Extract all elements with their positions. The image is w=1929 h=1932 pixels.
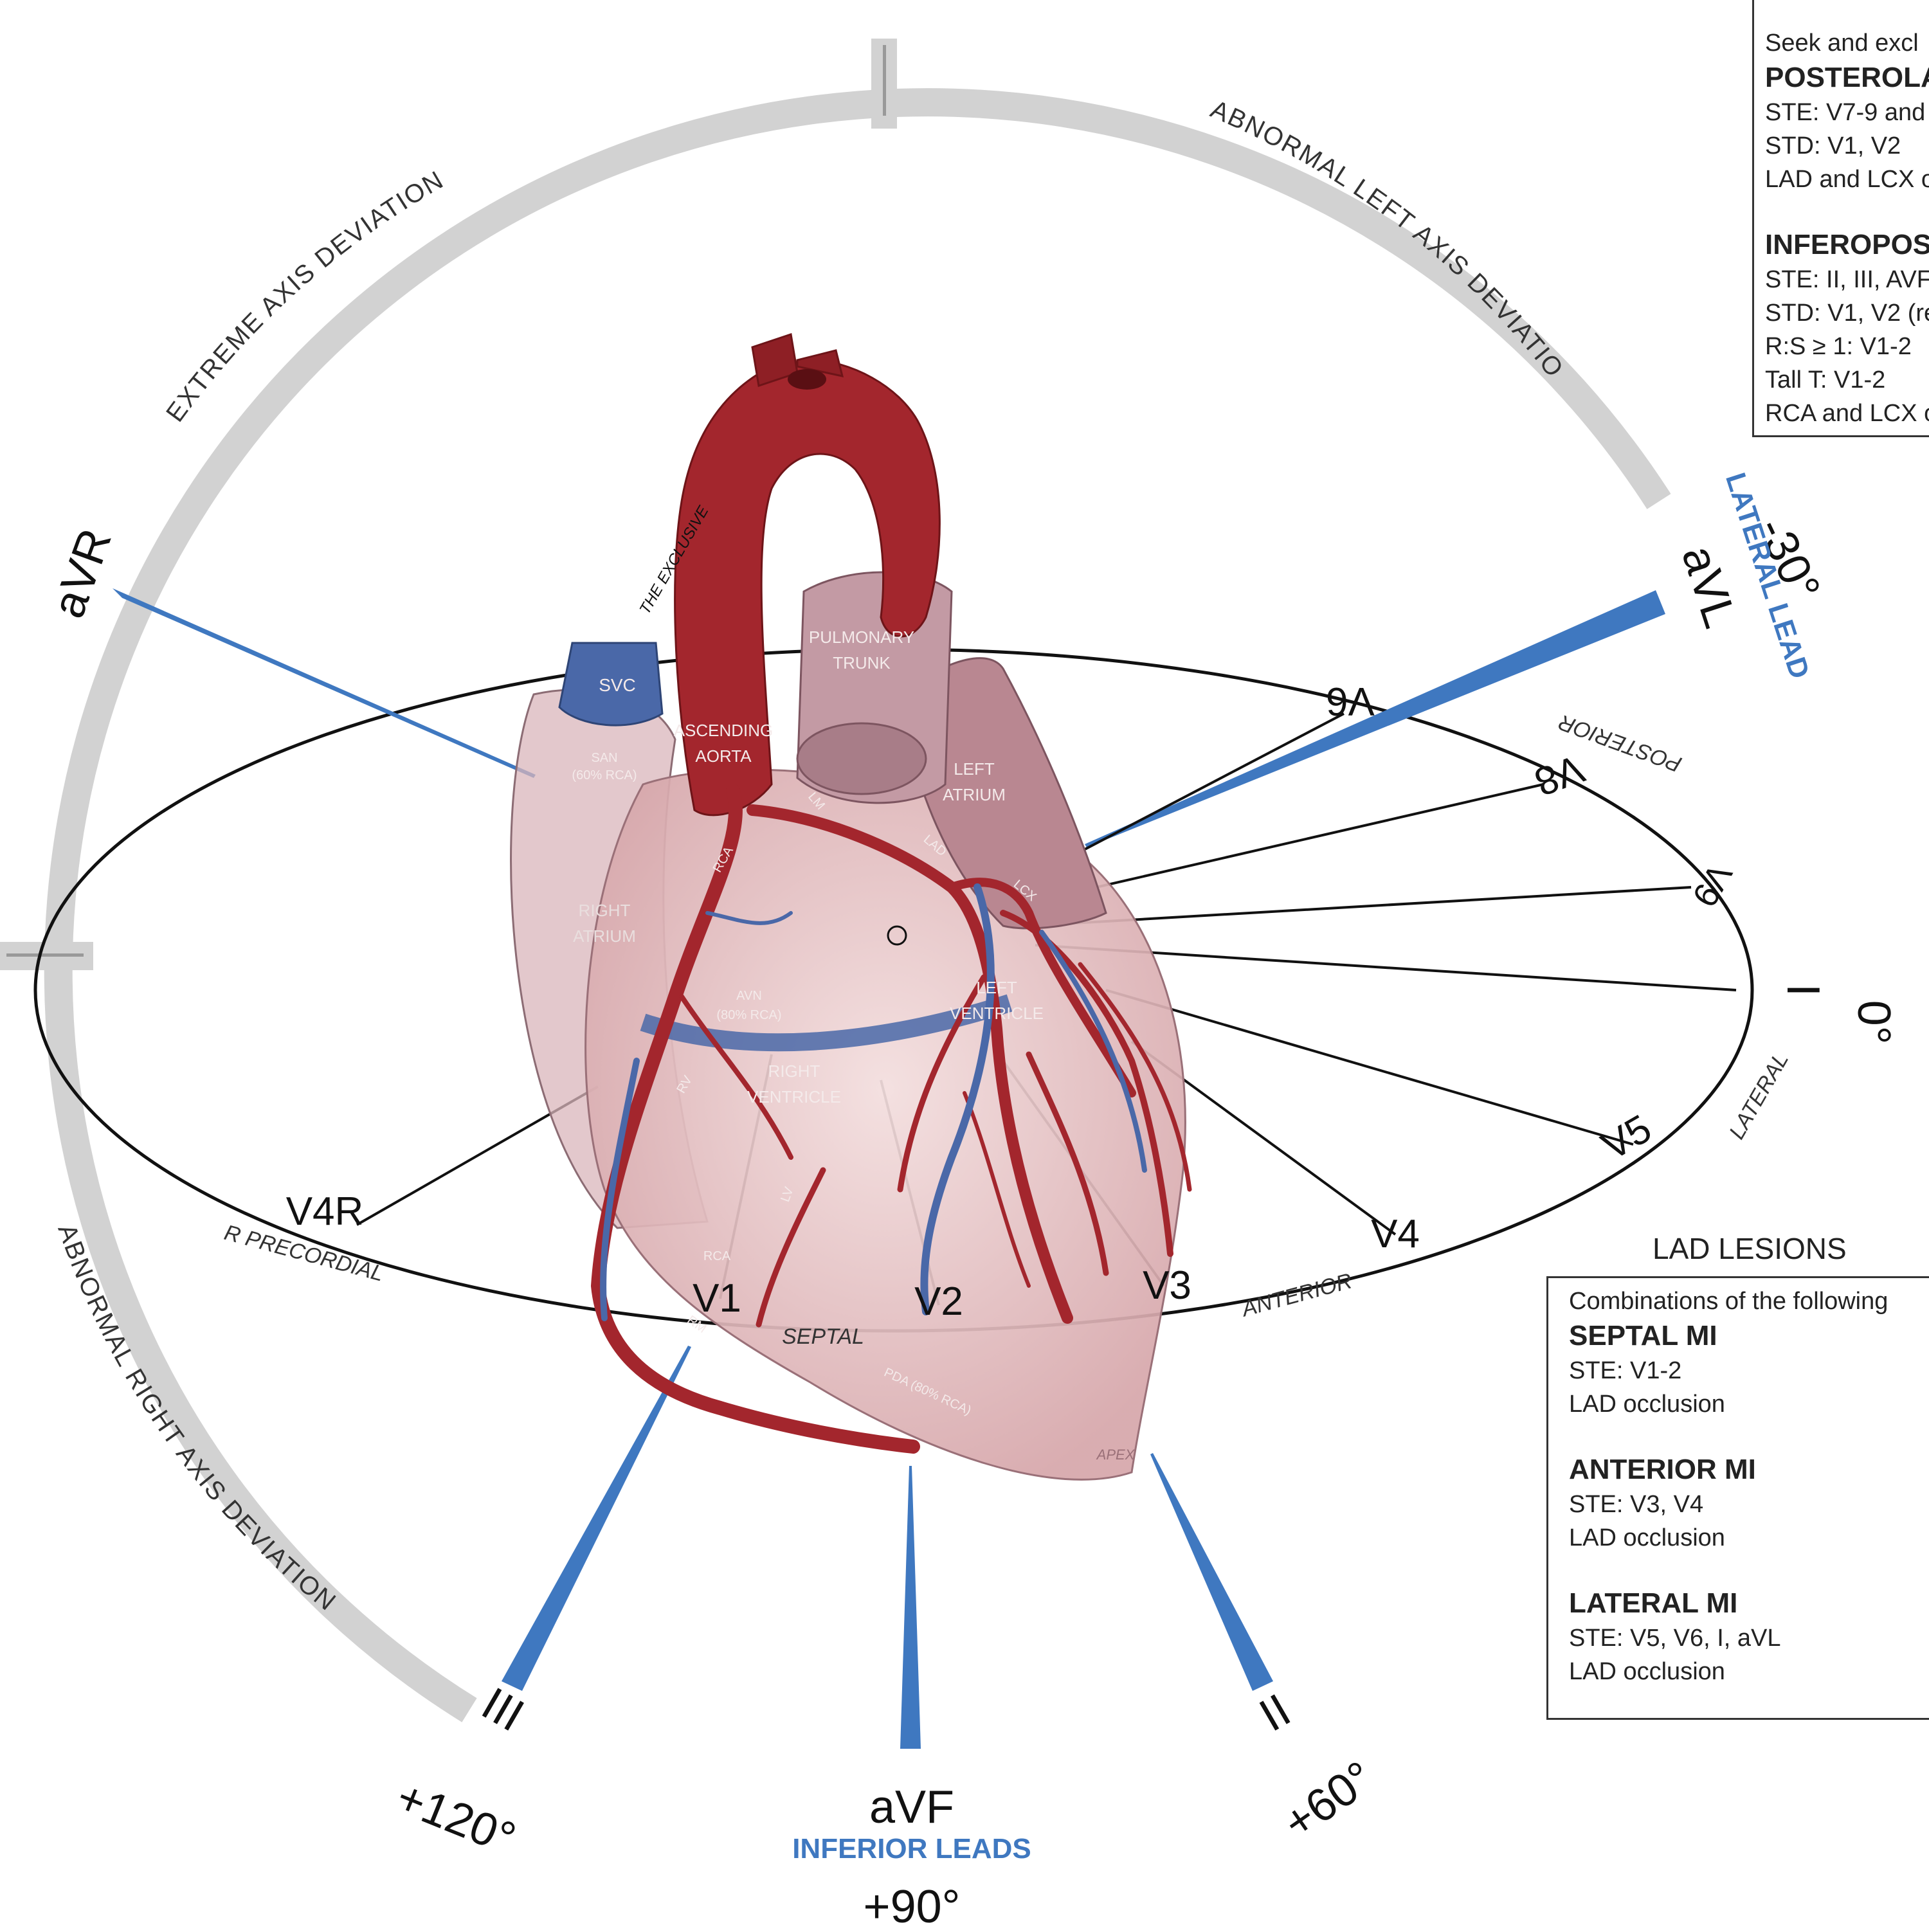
rca-lower-label: RCA xyxy=(703,1249,731,1263)
left-atrium-label: LEFT xyxy=(954,759,995,779)
san-label: SAN xyxy=(591,751,617,765)
ascending-aorta-label-2: AORTA xyxy=(695,746,752,766)
ip-line-5: RCA and LCX o xyxy=(1765,400,1929,427)
v6-label: V6 xyxy=(1326,679,1375,723)
anterior-line-2: LAD occlusion xyxy=(1569,1524,1725,1551)
pl-line-1: STE: V7-9 and I xyxy=(1765,99,1929,126)
lateral-line-2: LAD occlusion xyxy=(1569,1658,1725,1685)
extreme-axis-label: EXTREME AXIS DEVIATION xyxy=(161,165,449,427)
v3-label: V3 xyxy=(1143,1263,1191,1308)
ascending-aorta-label: ASCENDING xyxy=(674,721,774,740)
v9-line xyxy=(1028,886,1692,927)
inferior-leads-label: INFERIOR LEADS xyxy=(792,1833,1031,1864)
ip-line-2: STD: V1, V2 (rec xyxy=(1765,300,1929,327)
avf-label: aVF xyxy=(869,1782,954,1833)
v4-label: V4 xyxy=(1371,1212,1420,1256)
ip-line-1: STE: II, III, AVF a xyxy=(1765,266,1929,293)
ip-line-3: R:S ≥ 1: V1-2 xyxy=(1765,333,1912,360)
septal-mi-title: SEPTAL MI xyxy=(1569,1320,1717,1351)
v5-line xyxy=(1105,989,1634,1146)
avl-lead-line xyxy=(1085,590,1665,847)
ip-line-4: Tall T: V1-2 xyxy=(1765,366,1886,393)
anterior-region-label: ANTERIOR xyxy=(1238,1268,1354,1322)
svc-shape xyxy=(558,642,664,727)
right-atrium-label: RIGHT xyxy=(579,901,631,920)
posterolateral-info-box: Seek and excl POSTEROLAT STE: V7-9 and I… xyxy=(1752,0,1929,437)
v1-label: V1 xyxy=(693,1276,741,1321)
v2-label: V2 xyxy=(914,1279,963,1324)
septal-line-2: LAD occlusion xyxy=(1569,1391,1725,1418)
septal-line-1: STE: V1-2 xyxy=(1569,1357,1682,1384)
svc-label: SVC xyxy=(599,675,636,695)
san-sub-label: (60% RCA) xyxy=(572,768,637,782)
right-atrium-label-2: ATRIUM xyxy=(573,926,636,946)
ii-label: II xyxy=(1251,1684,1300,1742)
pulmonary-trunk-label: PULMONARY xyxy=(809,627,914,647)
anterior-line-1: STE: V3, V4 xyxy=(1569,1491,1704,1518)
left-ventricle-label-2: VENTRICLE xyxy=(950,1004,1044,1023)
inferoposterior-title: INFEROPOSTE xyxy=(1765,229,1929,260)
pulmonary-trunk-label-2: TRUNK xyxy=(833,653,891,673)
avl-label: aVL xyxy=(1672,539,1746,634)
deg-plus60-label: +60° xyxy=(1274,1751,1383,1849)
left-ventricle-label: LEFT xyxy=(976,978,1017,997)
i-label: I xyxy=(1777,984,1829,997)
septal-region-label: SEPTAL xyxy=(782,1324,864,1349)
apex-label: APEX xyxy=(1096,1447,1136,1463)
cardiac-veins xyxy=(600,883,1147,1321)
avn-label: AVN xyxy=(736,989,762,1003)
avr-label: aVR xyxy=(42,522,122,624)
arc-tick-top-line xyxy=(883,45,886,116)
lateral-line-1: STE: V5, V6, I, aVL xyxy=(1569,1625,1781,1652)
deg-plus120-label: +120° xyxy=(389,1771,522,1865)
pl-line-3: LAD and LCX o xyxy=(1765,166,1929,193)
top-box-intro: Seek and excl xyxy=(1765,30,1919,57)
lateral-region-label: LATERAL xyxy=(1725,1049,1793,1144)
axis-arc-band xyxy=(44,88,1671,1722)
avn-sub-label: (80% RCA) xyxy=(716,1008,781,1022)
lateral-mi-title: LATERAL MI xyxy=(1569,1587,1738,1619)
lad-lesions-box: Combinations of the following SEPTAL MI … xyxy=(1546,1276,1929,1720)
posterolateral-title: POSTEROLAT xyxy=(1765,62,1929,93)
anterior-mi-title: ANTERIOR MI xyxy=(1569,1454,1756,1485)
v8-line xyxy=(1054,783,1544,898)
v6-line xyxy=(1073,712,1345,856)
iii-lead-line xyxy=(502,1346,691,1691)
arc-tick-left-line xyxy=(6,953,84,957)
avf-lead-line xyxy=(900,1466,921,1749)
left-atrium-label-2: ATRIUM xyxy=(943,785,1006,804)
deg-0-label: 0° xyxy=(1848,1000,1899,1045)
right-ventricle-label-2: VENTRICLE xyxy=(747,1087,841,1106)
lad-lesions-heading: LAD LESIONS xyxy=(1653,1232,1847,1265)
ii-lead-line xyxy=(1150,1453,1273,1691)
heart-illustration xyxy=(510,333,1192,1481)
lad-intro: Combinations of the following xyxy=(1569,1288,1888,1315)
right-ventricle-label: RIGHT xyxy=(768,1061,820,1081)
v5-label: V5 xyxy=(1595,1106,1659,1169)
avr-lead-line xyxy=(113,588,536,778)
aorta-shape xyxy=(674,359,941,817)
v4r-label: V4R xyxy=(286,1189,364,1234)
v8-label: V8 xyxy=(1529,746,1590,804)
deg-plus90-label: +90° xyxy=(864,1881,961,1929)
pl-line-2: STD: V1, V2 xyxy=(1765,132,1901,159)
left-atrium-shape xyxy=(899,657,1107,930)
